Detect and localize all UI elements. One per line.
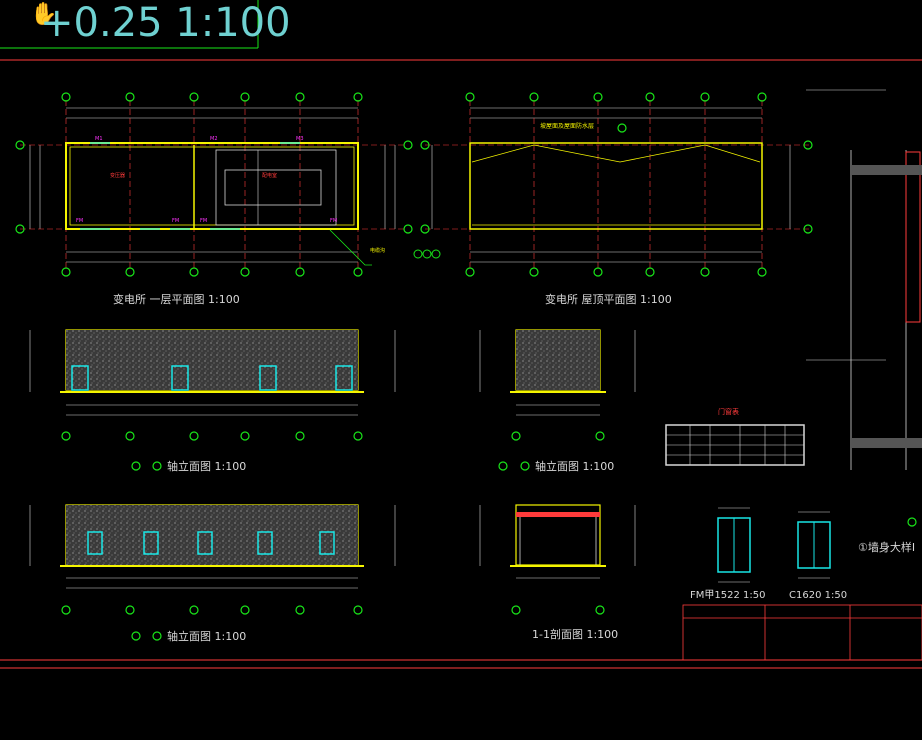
scale-readout-text: +0.25 1:100 [40,0,291,46]
floor-plan-title: 变电所 一层平面图 1:100 [113,292,240,306]
elevation-3: 轴立面图 1:100 [29,504,396,643]
svg-text:FM: FM [172,218,179,224]
floor-plan: 变压器 配电室 M1 M2 M3 FM FM FM FM 电缆沟 变电所 一层平 [15,92,441,306]
elev1-title: 轴立面图 1:100 [167,459,246,473]
svg-text:变压器: 变压器 [110,172,125,179]
svg-text:FM: FM [330,218,337,224]
title-block [682,604,922,661]
svg-text:M1: M1 [95,136,103,142]
svg-text:坡屋面及屋面防水层: 坡屋面及屋面防水层 [540,122,594,130]
svg-text:配电室: 配电室 [262,172,277,179]
scale-readout: +0.25 1:100 [0,0,291,49]
svg-text:M3: M3 [296,136,304,142]
window-detail: C1620 1:50 [789,511,847,601]
wall-detail: ①墙身大样I [806,89,922,554]
roof-plan: 坡屋面及屋面防水层 变电所 屋顶平面图 1:100 [420,92,813,306]
section-1-1: 1-1剖面图 1:100 [479,504,636,641]
svg-text:M2: M2 [210,136,218,142]
svg-text:FM: FM [200,218,207,224]
door-detail: FM甲1522 1:50 [690,507,765,601]
roof-plan-title: 变电所 屋顶平面图 1:100 [545,292,672,306]
door-window-table: 门窗表 [665,407,805,466]
elev2-title: 轴立面图 1:100 [535,459,614,473]
elev3-title: 轴立面图 1:100 [167,629,246,643]
svg-text:电缆沟: 电缆沟 [370,247,385,254]
elevation-1: 轴立面图 1:100 [29,329,396,473]
door-detail-title: FM甲1522 1:50 [690,590,765,601]
window-detail-title: C1620 1:50 [789,590,847,601]
wall-detail-title: ①墙身大样I [858,540,915,554]
elevation-2: 轴立面图 1:100 [479,329,636,473]
svg-text:FM: FM [76,218,83,224]
door-table-title: 门窗表 [718,407,739,416]
section-title: 1-1剖面图 1:100 [532,627,618,641]
